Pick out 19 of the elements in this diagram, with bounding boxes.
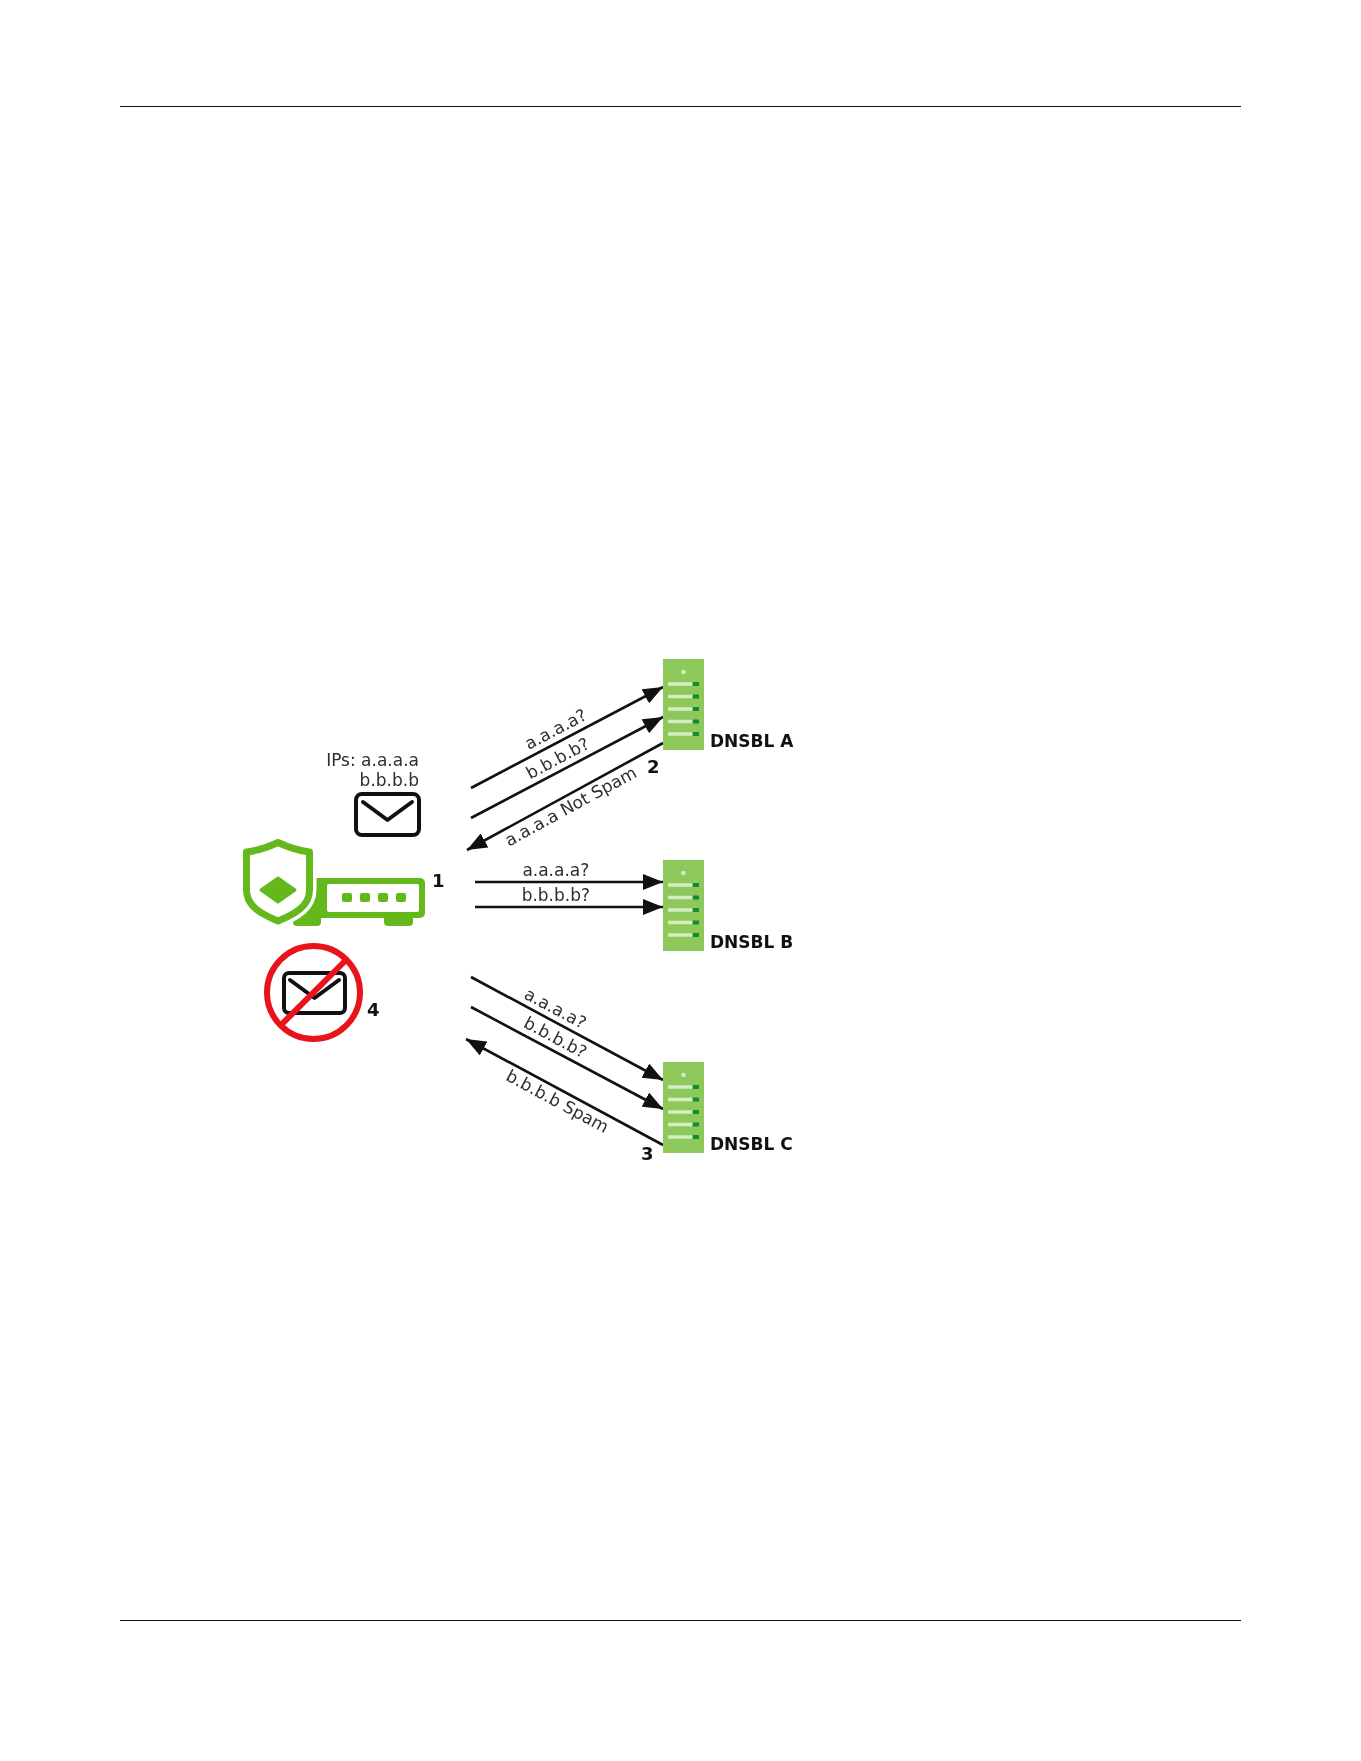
step-number: 1 [432,872,445,890]
server-name: DNSBL A [710,733,794,750]
edge-label: a.a.a.a? [522,862,590,880]
arrow [470,1005,664,1111]
arrow [466,741,664,852]
step-number: 2 [647,758,660,776]
step-number: 4 [367,1001,380,1019]
step-number: 3 [641,1145,654,1163]
arrow [465,1037,664,1147]
arrow [470,715,664,820]
arrow [470,685,664,790]
server-name: DNSBL B [710,934,794,951]
arrow [470,975,664,1082]
arrow [475,874,663,890]
ip-address-label: IPs: a.a.a.a b.b.b.b [325,749,419,790]
arrow [475,899,663,915]
edge-label: b.b.b.b? [521,887,591,905]
server-name: DNSBL C [710,1136,793,1153]
shield-router-icon [243,839,425,927]
